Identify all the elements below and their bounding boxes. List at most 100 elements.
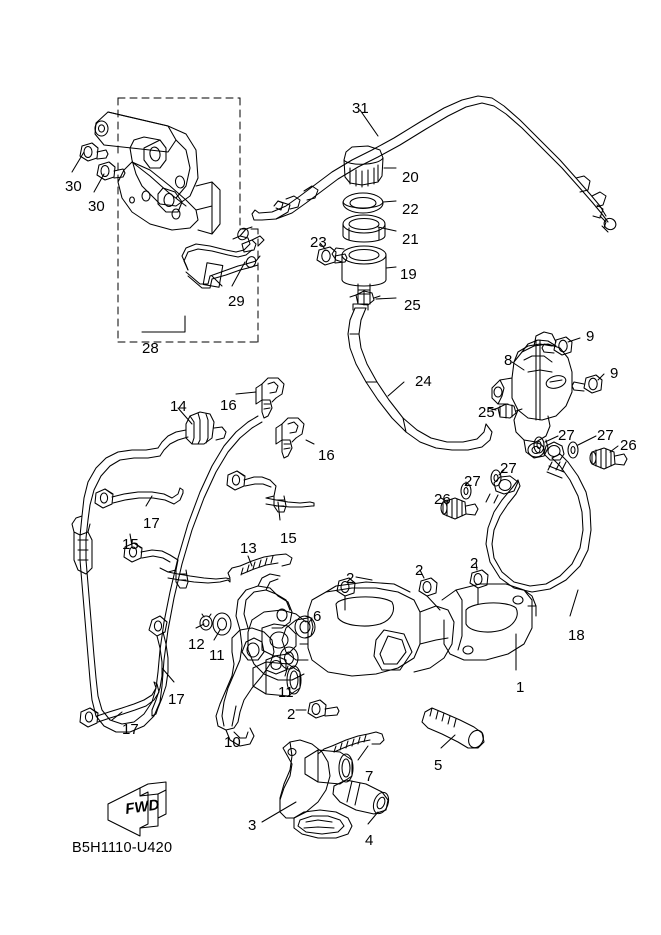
callout-reservoir-cap: 20 — [402, 169, 419, 186]
callout-return-spring: 7 — [365, 768, 374, 785]
main-bracket-1 — [247, 581, 537, 681]
leader-7 — [357, 745, 369, 761]
pedal-pin-4 — [332, 779, 390, 815]
union-bolt-26-right — [589, 447, 628, 470]
callout-band-clamp-right: 15 — [280, 530, 297, 547]
callout-copper-washer-c: 27 — [500, 460, 517, 477]
leader-30b — [93, 173, 105, 193]
washer-11-left — [212, 612, 232, 636]
callout-tie-band-1: 17 — [143, 515, 160, 532]
group-box-28 — [117, 97, 259, 343]
leader-8 — [511, 361, 525, 371]
callout-reservoir-diaphragm: 22 — [402, 201, 419, 218]
clutch-cable-31 — [251, 95, 617, 233]
callout-reservoir-hose: 24 — [415, 373, 432, 390]
cable-holder-16-upper — [255, 377, 285, 419]
collar-6 — [294, 615, 316, 639]
return-spring-7 — [317, 731, 385, 761]
callout-spring-small: 13 — [240, 540, 257, 557]
callout-copper-washer-b: 27 — [597, 427, 614, 444]
tie-band-17-a — [94, 487, 184, 509]
callout-master-cylinder: 8 — [504, 352, 513, 369]
callout-reservoir-diaphragm-holder: 21 — [402, 231, 419, 248]
washer-27-c — [490, 469, 502, 487]
callout-cable-holder-upper: 16 — [220, 397, 237, 414]
fwd-arrow-label: FWD — [124, 796, 160, 818]
leader-27b — [577, 435, 597, 446]
leader-22 — [382, 200, 397, 203]
reservoir-cap-20 — [343, 145, 384, 188]
leader-21 — [377, 226, 397, 232]
clutch-lever-holder — [94, 111, 221, 235]
leader-16b — [305, 439, 315, 445]
brake-pedal-3 — [279, 739, 354, 839]
callout-bolt-upper-right: 2 — [470, 555, 479, 572]
callout-bolt-mc-upper: 9 — [586, 328, 595, 345]
callout-union-bolt-left: 26 — [434, 491, 451, 508]
callout-copper-washer-d: 27 — [464, 473, 481, 490]
leader-2b — [419, 569, 425, 579]
bolt-2-upper-left — [336, 577, 356, 611]
leader-30a — [71, 151, 85, 173]
callout-union-bolt-right: 26 — [620, 437, 637, 454]
callout-cable-holder-lower: 16 — [318, 447, 335, 464]
washer-27-a — [533, 436, 545, 454]
spring-13 — [227, 553, 293, 579]
leader-26a — [609, 445, 619, 453]
callout-long-bolt: 5 — [434, 757, 443, 774]
fwd-arrow — [107, 781, 167, 837]
washer-11-right — [279, 646, 299, 670]
callout-tie-band-3: 17 — [122, 721, 139, 738]
bolt-9-upper — [541, 336, 573, 356]
leader-27d — [465, 481, 468, 487]
leader-13 — [247, 555, 253, 567]
leader-17c — [111, 711, 123, 721]
callout-brake-hose-long: 18 — [568, 627, 585, 644]
callout-cable-adjuster: 14 — [170, 398, 187, 415]
band-clamp-15-right — [226, 470, 315, 513]
bolt-2-upper-right — [469, 569, 489, 605]
leader-6 — [307, 617, 313, 625]
bolt-9-lower — [571, 374, 603, 394]
leader-10 — [231, 705, 237, 727]
leader-26b — [440, 497, 449, 503]
callout-pedal-arm-lever: 10 — [224, 734, 241, 751]
leader-25b — [487, 407, 497, 411]
leader-29a — [231, 261, 246, 287]
leader-27a — [544, 435, 559, 443]
callout-copper-washer-a: 27 — [558, 427, 575, 444]
reservoir-diaphragm-22 — [342, 192, 384, 214]
hose-clamp-25-upper — [349, 290, 381, 306]
reservoir-hose-24 — [347, 303, 493, 451]
leader-19 — [385, 266, 397, 269]
leader-12 — [195, 623, 205, 629]
circlip-12 — [199, 613, 213, 631]
band-clamp-15-left — [123, 542, 231, 589]
master-cylinder-8 — [491, 331, 573, 459]
leader-2a — [355, 576, 373, 581]
callout-bolt-mc-lower: 9 — [610, 365, 619, 382]
leader-29b — [211, 275, 223, 287]
callout-hose-clamp-lower: 25 — [478, 404, 495, 421]
callout-hose-clamp-upper: 25 — [404, 297, 421, 314]
callout-band-clamp-left: 15 — [122, 536, 139, 553]
callout-tie-band-2: 17 — [168, 691, 185, 708]
leader-11a — [213, 629, 221, 641]
leader-16a — [235, 391, 257, 395]
callout-bolt-upper-left: 2 — [346, 570, 355, 587]
cable-assembly-14 — [71, 411, 263, 733]
bolt-2-upper-mid — [418, 577, 441, 611]
leader-9b — [597, 373, 605, 381]
callout-bolt-lever-upper: 30 — [65, 178, 82, 195]
tie-band-17-b — [148, 615, 169, 717]
leader-5 — [440, 734, 456, 749]
bolt-23 — [316, 246, 348, 266]
leader-9a — [567, 337, 581, 343]
callout-bolt-upper-mid: 2 — [415, 562, 424, 579]
leader-17a — [145, 495, 153, 507]
reservoir-holder-21 — [342, 214, 386, 243]
callout-washer-left: 11 — [209, 647, 225, 664]
callout-circlip: 12 — [188, 636, 205, 653]
